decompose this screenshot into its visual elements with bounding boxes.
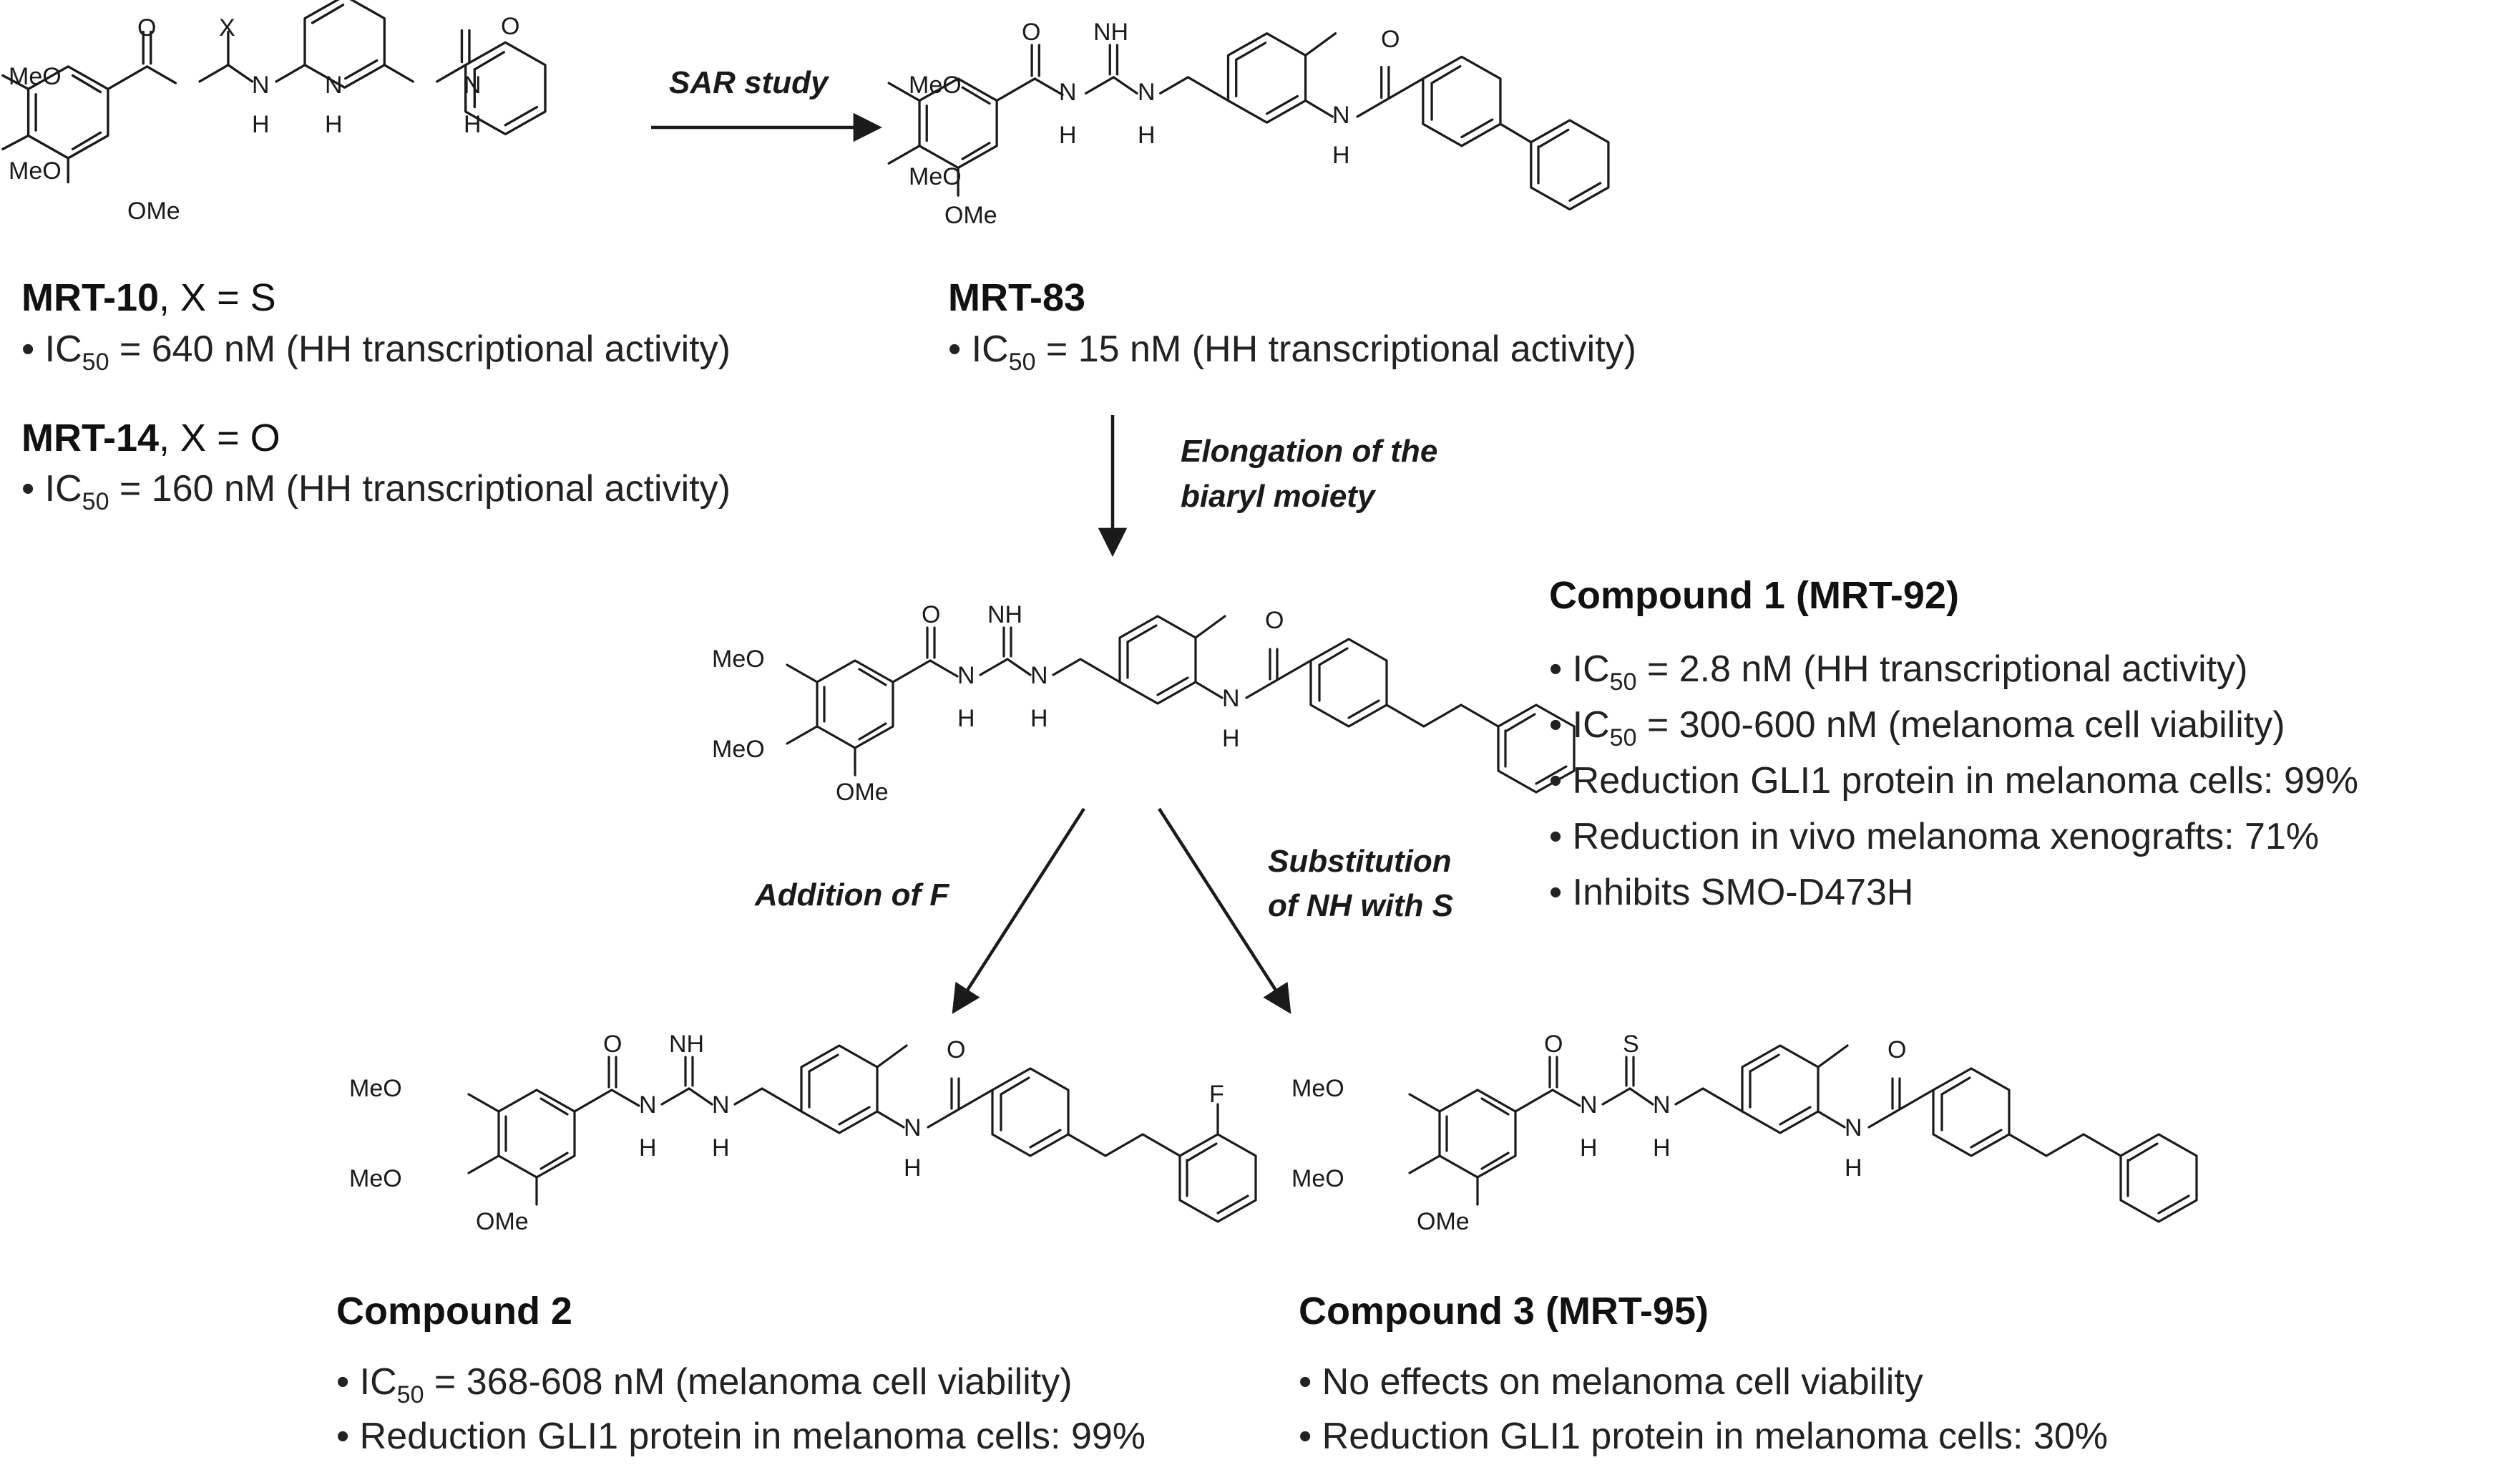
compound1-bullet-3: • Reduction GLI1 protein in melanoma cel… — [1549, 760, 2358, 802]
atom-label: MeO — [909, 163, 962, 190]
structure-compound1 — [786, 615, 1576, 794]
substitution-label: Substitution — [1268, 844, 1452, 879]
atom-label: MeO — [349, 1165, 402, 1192]
compound3-bullet-1: • No effects on melanoma cell viability — [1299, 1361, 1923, 1403]
atom-label: MeO — [349, 1075, 402, 1102]
atom-label: H — [1653, 1134, 1671, 1162]
label-mrt10: MRT-10, X = S — [21, 276, 276, 319]
atom-label: OMe — [1417, 1208, 1470, 1235]
atom-label: O — [603, 1031, 622, 1058]
atom-label: H — [464, 111, 482, 138]
elongation-label-2: biaryl moiety — [1181, 479, 1377, 514]
label-compound2: Compound 2 — [336, 1290, 572, 1333]
structure-mrt10 — [1, 0, 547, 184]
atom-label: H — [712, 1134, 730, 1162]
atom-label: O — [947, 1036, 965, 1063]
compound2-bullet-1: • IC50 = 368-608 nM (melanoma cell viabi… — [336, 1361, 1073, 1408]
atom-label: S — [1623, 1031, 1639, 1058]
atom-label: H — [1059, 122, 1077, 149]
atom-label: N — [252, 72, 270, 99]
compound2-bullet-2: • Reduction GLI1 protein in melanoma cel… — [336, 1416, 1146, 1457]
atom-label: MeO — [712, 736, 765, 763]
atom-label: O — [137, 14, 156, 42]
atom-label: H — [904, 1154, 922, 1182]
atom-label: N — [464, 72, 482, 99]
atom-label: MeO — [9, 63, 62, 90]
atom-label: MeO — [1291, 1165, 1344, 1192]
atom-label: H — [325, 111, 343, 138]
structure-mrt83 — [887, 32, 1610, 211]
atom-label: N — [1222, 685, 1240, 712]
compound1-bullet-5: • Inhibits SMO-D473H — [1549, 872, 1914, 913]
atom-label: H — [957, 705, 975, 732]
atom-label: N — [325, 72, 343, 99]
atom-label: H — [1030, 705, 1048, 732]
compound3-bullet-2: • Reduction GLI1 protein in melanoma cel… — [1299, 1416, 2108, 1457]
atom-label: MeO — [1291, 1075, 1344, 1102]
atom-label: N — [712, 1091, 730, 1119]
compound1-bullet-4: • Reduction in vivo melanoma xenografts:… — [1549, 816, 2319, 857]
atom-label: MeO — [9, 157, 62, 185]
atom-label: N — [1030, 662, 1048, 689]
structure-compound2 — [467, 1044, 1257, 1223]
sar-label: SAR study — [669, 65, 830, 100]
atom-label: OMe — [944, 202, 997, 229]
atom-label: N — [1653, 1091, 1671, 1119]
atom-label: O — [501, 13, 519, 40]
atom-label: H — [1138, 122, 1156, 149]
atom-label: MeO — [909, 72, 962, 99]
atom-label: N — [957, 662, 975, 689]
atom-label: N — [1059, 79, 1077, 106]
atom-label: N — [904, 1114, 922, 1141]
compound1-bullet-2: • IC50 = 300-600 nM (melanoma cell viabi… — [1549, 704, 2285, 751]
atom-label: H — [1332, 142, 1350, 169]
compound1-bullet-1: • IC50 = 2.8 nM (HH transcriptional acti… — [1549, 648, 2247, 696]
atom-label: OMe — [127, 198, 180, 225]
atom-label: H — [252, 111, 270, 138]
atom-label: O — [1887, 1036, 1906, 1063]
atom-label: O — [1381, 26, 1400, 53]
atom-label: NH — [669, 1031, 704, 1058]
atom-label: H — [1222, 725, 1240, 752]
atom-label: H — [639, 1134, 657, 1162]
substitution-arrow — [1158, 807, 1291, 1014]
substitution-label-2: of NH with S — [1268, 888, 1453, 923]
atom-label: X — [219, 14, 235, 42]
atom-label: O — [922, 601, 940, 628]
elongation-label: Elongation of the — [1181, 434, 1437, 469]
atom-label: MeO — [712, 646, 765, 673]
atom-label: OMe — [836, 779, 889, 806]
atom-label: H — [1845, 1154, 1862, 1182]
atom-label: N — [1332, 102, 1350, 129]
structure-compound3 — [1408, 1044, 2198, 1223]
atom-label: NH — [987, 601, 1022, 628]
atom-label: N — [1845, 1114, 1862, 1141]
atom-label: N — [1580, 1091, 1598, 1119]
mrt10-ic50: • IC50 = 640 nM (HH transcriptional acti… — [21, 328, 731, 376]
addition-f-label: Addition of F — [754, 877, 949, 912]
atom-label: O — [1022, 19, 1040, 46]
label-mrt83: MRT-83 — [948, 276, 1085, 319]
atom-label: N — [639, 1091, 657, 1119]
atom-label: OMe — [476, 1208, 529, 1235]
mrt83-ic50: • IC50 = 15 nM (HH transcriptional activ… — [948, 328, 1636, 376]
atom-label: H — [1580, 1134, 1598, 1162]
mrt14-ic50: • IC50 = 160 nM (HH transcriptional acti… — [21, 468, 731, 515]
label-compound1: Compound 1 (MRT-92) — [1549, 574, 1959, 617]
addition-f-arrow — [952, 807, 1085, 1014]
atom-label: O — [1544, 1031, 1563, 1058]
label-compound3: Compound 3 (MRT-95) — [1299, 1290, 1709, 1333]
atom-label: N — [1138, 79, 1156, 106]
atom-label: F — [1209, 1081, 1224, 1108]
atom-label: NH — [1093, 19, 1128, 46]
atom-label: O — [1265, 607, 1284, 634]
label-mrt14: MRT-14, X = O — [21, 417, 280, 459]
